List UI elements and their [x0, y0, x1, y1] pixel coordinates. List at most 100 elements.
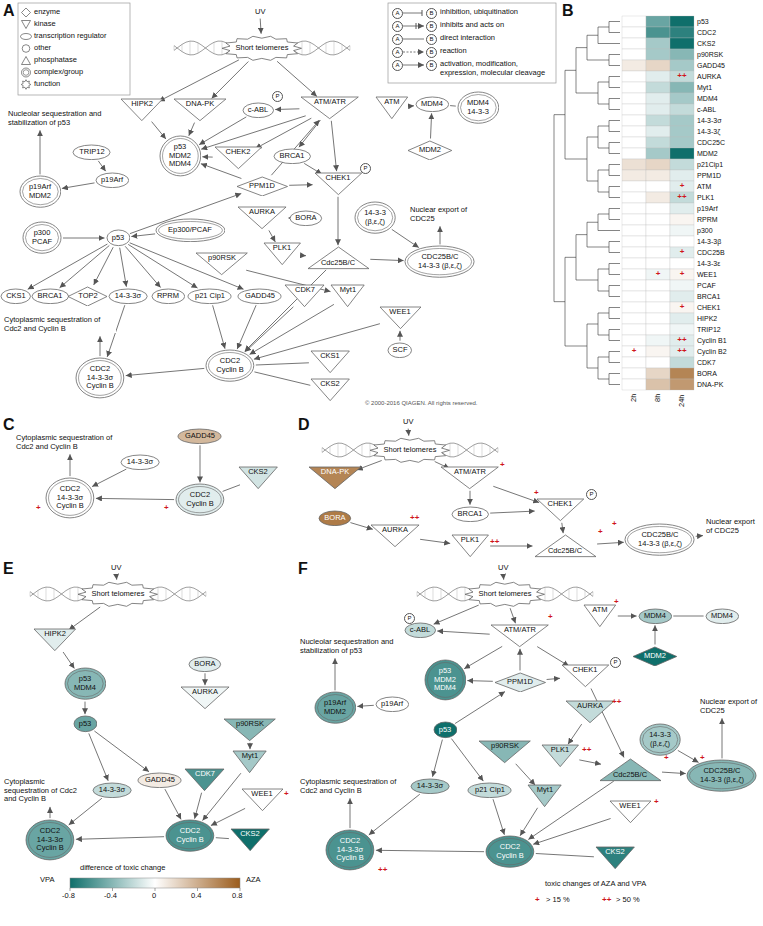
- dendrogram-branch: [598, 126, 609, 148]
- node-label: 14-3-3 (β,ε,ζ): [638, 540, 682, 549]
- node-text: CKS1: [0, 288, 31, 305]
- leader-line: [100, 336, 101, 356]
- legend-letter: A: [392, 47, 403, 58]
- connector: [450, 105, 456, 107]
- regulator-ellipse: [107, 230, 130, 246]
- heatmap-cell: [646, 181, 670, 192]
- connector: [76, 837, 164, 840]
- helix-rung: [341, 44, 342, 51]
- node-shape: p21 Cip1: [467, 782, 512, 799]
- complex-inner: [22, 179, 58, 205]
- node-shape: p19Arf: [95, 172, 130, 189]
- leader-line: [70, 454, 71, 476]
- connector: [431, 113, 432, 138]
- helix-rung: [37, 590, 38, 597]
- heatmap-cell: [622, 357, 646, 368]
- row-label: HIPK2: [697, 315, 717, 323]
- node-label: p90RSK: [208, 254, 236, 263]
- node-text: p53MDM2MDM4: [159, 135, 202, 177]
- node-text: PLK1: [451, 534, 489, 558]
- heatmap-mark: +: [656, 270, 661, 278]
- helix-rung: [345, 445, 346, 455]
- kinase-triangle: [331, 285, 364, 307]
- complex-inner: [209, 353, 252, 379]
- helix-rung: [45, 587, 46, 601]
- other-circle: [121, 455, 159, 470]
- dendrogram-branch: [598, 170, 609, 192]
- node-text: CDC214-3-3σCyclin B: [325, 829, 375, 871]
- node-shape: p53: [73, 715, 98, 733]
- dendrogram-branch: [609, 209, 620, 220]
- node-shape: BORA: [318, 510, 352, 527]
- row-label: p300: [697, 227, 713, 235]
- node-shape: p19ArfMDM2: [314, 691, 357, 724]
- heatmap: [622, 16, 694, 390]
- legend-letter: A: [392, 8, 403, 19]
- node-shape: Short telomeres: [369, 437, 451, 464]
- heatmap-cell: [622, 247, 646, 258]
- heatmap-cell: [670, 159, 694, 170]
- kinase-triangle: [238, 207, 286, 229]
- text-label: 0.4: [191, 892, 201, 901]
- dendrogram-branch: [609, 99, 620, 110]
- node-shape: MDM2: [407, 140, 453, 161]
- text-label: P: [272, 91, 283, 102]
- node-shape: p53: [433, 721, 458, 739]
- text-label: ++: [490, 538, 499, 546]
- text-label: ++: [410, 514, 419, 522]
- helix-rung: [329, 446, 330, 453]
- node-label: Cdc25B/C: [321, 259, 355, 268]
- complex-inner: [162, 139, 198, 174]
- node-text: MDM414-3-3: [457, 91, 500, 124]
- kinase-triangle: [215, 147, 262, 169]
- complex-inner: [67, 671, 103, 697]
- node-text: GADD45: [137, 772, 182, 789]
- complex-outer: [160, 136, 201, 176]
- node-label: MDM2: [644, 652, 666, 661]
- node-label: PLK1: [551, 746, 569, 755]
- text-label: VPA: [40, 876, 54, 885]
- connector: [201, 116, 306, 149]
- function-burst: [370, 438, 450, 462]
- node-label: 14-3-3σ: [57, 494, 83, 503]
- row-label: p90RSK: [697, 51, 723, 59]
- heatmap-cell: [670, 247, 694, 258]
- function-burst: [222, 36, 302, 60]
- node-shape: AURKA: [180, 686, 230, 710]
- node-label: MDM4: [711, 612, 733, 621]
- node-text: CHEK1: [536, 498, 585, 522]
- heatmap-cell: [622, 71, 646, 82]
- dendrogram-branch: [609, 308, 620, 319]
- heatmap-cell: [646, 280, 670, 291]
- kinase-triangle: [441, 467, 498, 489]
- complex-inner: [690, 763, 754, 789]
- connector: [591, 689, 624, 758]
- node-text: ATM/ATR: [300, 96, 359, 120]
- other-circle: [639, 609, 672, 624]
- heatmap-cell: [622, 346, 646, 357]
- row-label: PLK1: [697, 194, 714, 202]
- node-text: p19ArfMDM2: [314, 691, 357, 724]
- connector: [655, 625, 656, 644]
- complex-outer: [20, 176, 61, 207]
- heatmap-cell: [670, 236, 694, 247]
- node-text: 14-3-3(β,ε,ζ): [354, 201, 396, 234]
- text-label: ++: [602, 896, 611, 904]
- row-label: p19Arf: [697, 205, 718, 213]
- complex-outer: [26, 820, 74, 860]
- node-text: DNA-PK: [308, 466, 362, 490]
- complex-outer: [206, 350, 254, 381]
- row-label: p53: [697, 18, 709, 26]
- text-label: +: [164, 504, 169, 512]
- node-shape: ATM/ATR: [490, 624, 549, 648]
- kinase-triangle: [376, 97, 408, 119]
- legend-letter: B: [426, 21, 437, 32]
- node-label: BORA: [324, 514, 345, 523]
- connector: [533, 819, 610, 845]
- text-label: Cytoplasmic sequestration of Cdc2 and Cy…: [16, 434, 116, 451]
- node-text: 14-3-3σ: [108, 288, 148, 305]
- node-text: p21 Cip1: [187, 288, 232, 305]
- heatmap-cell: [670, 60, 694, 71]
- complex-outer: [355, 202, 395, 233]
- legend-sample: [22, 45, 30, 53]
